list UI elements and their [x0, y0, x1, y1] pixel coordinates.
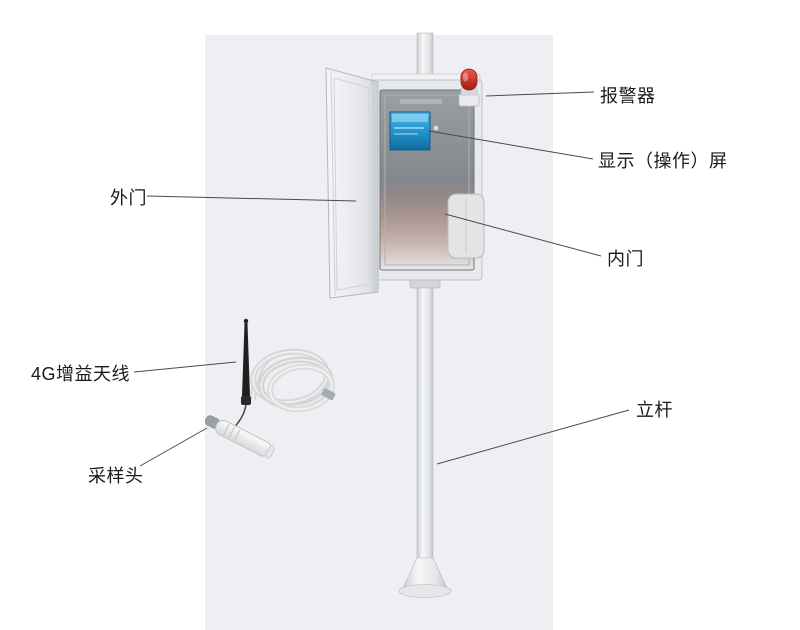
- cabinet: [369, 68, 485, 281]
- leader-line-display: [428, 130, 594, 160]
- label-antenna-4g: 4G增益天线: [31, 364, 131, 384]
- sampling-head: [204, 415, 275, 459]
- leader-lines: [133, 91, 630, 467]
- antenna-rod: [229, 318, 251, 434]
- outer-door: [325, 67, 379, 299]
- label-display-screen: 显示（操作）屏: [598, 151, 728, 171]
- cable-connector: [321, 388, 336, 401]
- coil-cable: [250, 348, 336, 413]
- leader-line-outer-door: [146, 195, 357, 202]
- label-sampling-head: 采样头: [88, 466, 144, 486]
- leader-line-alarm: [485, 91, 595, 97]
- antenna-4g: [229, 318, 336, 434]
- pole-base: [398, 557, 452, 598]
- screen-button: [433, 125, 439, 131]
- label-inner-door: 内门: [607, 249, 644, 269]
- side-box: [447, 193, 485, 259]
- label-pole: 立杆: [636, 400, 673, 420]
- leader-line-antenna: [133, 361, 237, 373]
- alarm-beacon: [458, 68, 480, 107]
- label-outer-door: 外门: [110, 188, 147, 208]
- label-alarm: 报警器: [600, 86, 656, 106]
- leader-line-sampling-head: [139, 427, 208, 467]
- leader-line-pole: [436, 409, 630, 465]
- leader-line-inner-door: [444, 213, 602, 257]
